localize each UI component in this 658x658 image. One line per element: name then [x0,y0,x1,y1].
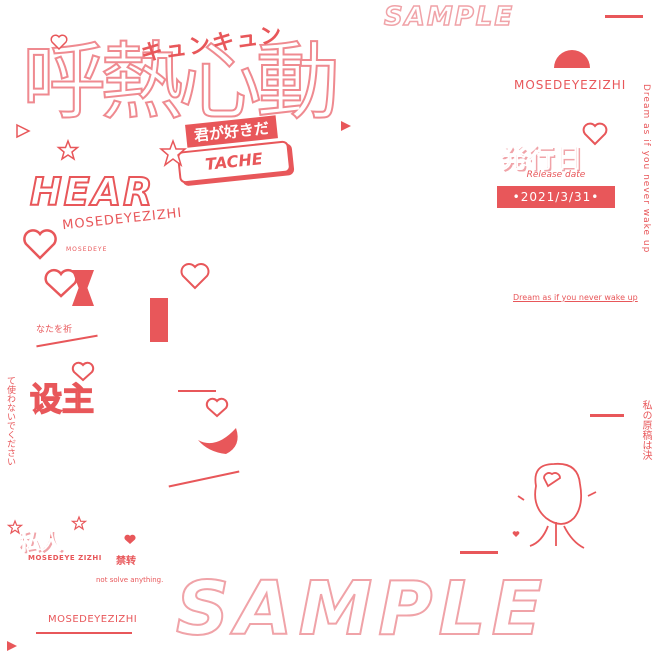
shijin-label: 私人 [17,530,63,556]
brand-name-small: MOSEDEYE [66,246,108,253]
main-title: 呼熱心動 [21,33,341,131]
brand-name-top: MOSEDEYEZIZHI [514,78,627,92]
star-icon [6,519,24,535]
pink-blob-icon [198,428,238,454]
play-triangle-icon [16,123,31,139]
kinshi-label: 禁转 [116,556,136,567]
release-date: •2021/3/31• [512,190,600,204]
divider-top-right [605,15,643,18]
dream-vertical-text: Dream as if you never wake up [641,84,651,254]
divider-left [36,334,98,348]
heart-icon [23,229,57,260]
heart-icon [205,397,229,418]
sample-watermark-top: SAMPLE [383,1,515,33]
subtitle-text: 君が好きだ [193,119,270,145]
brand-name-footer: MOSEDEYEZIZHI [48,614,138,625]
heart-icon [582,122,608,146]
big-glyph-right [150,298,168,342]
heart-icon [44,269,78,298]
heart-word: HEAR [29,169,155,215]
release-title: 発行日 [499,144,585,175]
big-left-label: 设主 [29,379,95,419]
sample-watermark-bottom: SAMPLE [175,565,549,653]
release-date-badge: •2021/3/31• [497,186,615,208]
not-solve-text: not solve anything. [96,576,164,584]
divider-right-middle [590,414,624,417]
divider-middle-1 [178,390,216,392]
private-vertical-text: 私の原稿は決 [640,400,651,460]
ache-text: TACHE [204,149,264,174]
divider-footer [36,632,132,634]
half-circle-icon [554,50,590,68]
heart-icon [180,263,210,290]
tag-pink-label: なたを祈 [36,325,73,335]
star-icon [70,515,88,531]
dream-horizontal-text: Dream as if you never wake up [513,293,638,302]
play-triangle-icon [341,121,351,131]
play-triangle-icon [7,641,17,651]
heart-icon [512,531,520,537]
big-glyph-left [72,270,94,306]
heart-icon [50,34,68,51]
divider-middle-2 [168,470,240,488]
divider-bottom-mid [460,551,498,554]
star-icon [158,138,188,167]
heart-icon [124,534,136,544]
release-label-text: Release date [526,170,586,180]
character-doodle-icon [517,462,597,549]
please-vertical-text: て使わないでください [5,376,15,466]
release-label: Release date [500,170,612,180]
star-icon [56,138,80,161]
brand-name-bottom: MOSEDEYE ZIZHI [28,554,102,562]
heart-icon [71,361,95,382]
